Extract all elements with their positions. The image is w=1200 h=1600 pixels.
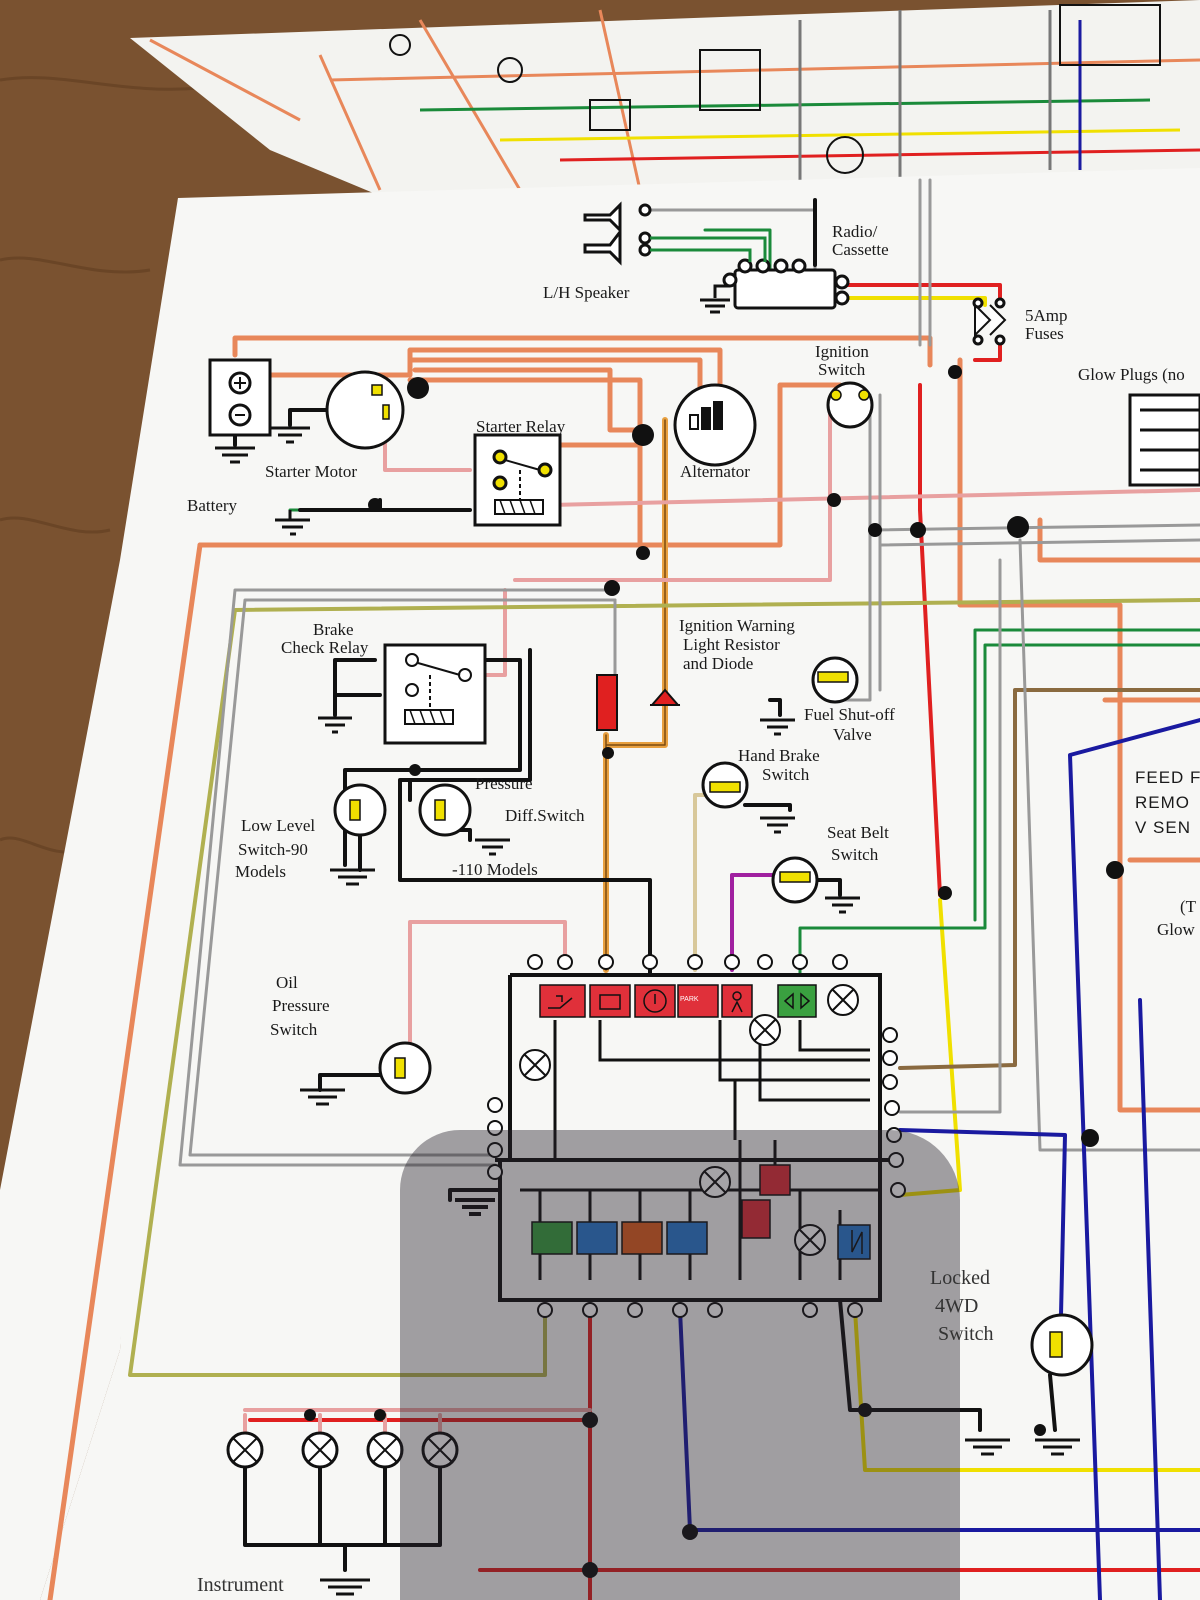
low-level-switch (330, 783, 387, 886)
hand-brake-switch (701, 761, 795, 834)
label-fuel-shutoff: Fuel Shut-off (804, 705, 895, 724)
brake-diff-warning-icon (759, 1164, 791, 1196)
indicator-warning-icon (777, 984, 817, 1018)
components (208, 201, 1200, 1596)
oil-warning-icon (539, 984, 586, 1018)
main-beam-blue-icon (666, 1221, 708, 1255)
ignition-switch (826, 381, 874, 429)
seat-belt-switch (771, 856, 860, 914)
radio-cassette-unit (700, 258, 850, 314)
label-switch-90: Switch-90 (238, 840, 308, 859)
label-oil-pressure: Pressure (272, 996, 330, 1015)
label-locked-switch: Switch (938, 1323, 994, 1345)
fuel-warning-icon (741, 1199, 771, 1239)
brown-wires (898, 688, 1200, 1070)
label-pressure: Pressure (475, 774, 533, 793)
battery-warning-icon (589, 984, 631, 1018)
fuses (972, 297, 1007, 346)
label-lh-speaker: L/H Speaker (543, 283, 630, 302)
label-brake: Brake (313, 620, 354, 639)
label-oil: Oil (276, 973, 298, 992)
label-starter-relay: Starter Relay (476, 417, 566, 436)
label-fuses: Fuses (1025, 324, 1064, 343)
warning-light-resistor (596, 674, 681, 731)
label-glow-right: Glow (1157, 920, 1195, 939)
starter-relay (275, 433, 562, 536)
label-battery: Battery (187, 496, 238, 515)
label-models: Models (235, 862, 286, 881)
pink-wires (243, 403, 1200, 1442)
label-glow-t: (T (1180, 897, 1197, 916)
label-valve: Valve (833, 725, 872, 744)
label-seat-belt: Seat Belt (827, 823, 889, 842)
olive-wires (128, 598, 1200, 1377)
yellow-wires (838, 296, 1200, 1472)
locked-4wd-blue-icon (837, 1224, 871, 1260)
speaker-icons (583, 201, 767, 266)
label-hand-brake: Hand Brake (738, 746, 820, 765)
label-ignition: Ignition (815, 342, 869, 361)
label-oil-switch: Switch (270, 1020, 318, 1039)
park-brake-icon-text: PARK (680, 996, 699, 1003)
label-4wd: 4WD (935, 1295, 979, 1317)
front-diagram-sheet (40, 168, 1200, 1600)
label-hand-brake-switch: Switch (762, 765, 810, 784)
alternator (673, 383, 757, 467)
orange-yellow-wire (603, 417, 668, 973)
seat-belt-warning-icon (721, 984, 753, 1018)
park-brake-warning-icon (677, 984, 719, 1018)
label-low-level: Low Level (241, 816, 316, 835)
label-diff-switch: Diff.Switch (505, 806, 585, 825)
purple-wire (730, 873, 782, 972)
starter-motor (270, 370, 405, 450)
warning-light-cluster (455, 954, 906, 1318)
junction-dots (304, 365, 1124, 1578)
label-alternator: Alternator (680, 462, 750, 481)
fuel-shutoff-valve (760, 656, 859, 736)
label-instrument: Instrument (197, 1574, 284, 1596)
label-radio: Radio/ (832, 222, 878, 241)
label-fuses-amp: 5Amp (1025, 306, 1068, 325)
glow-plugs (1128, 393, 1200, 487)
wood-grain (0, 76, 201, 854)
label-cassette: Cassette (832, 240, 889, 259)
locked-4wd-switch (965, 1313, 1094, 1456)
sidelight-green-icon (531, 1221, 573, 1255)
label-feed: FEED F (1135, 768, 1200, 787)
warning-icon-glyphs (548, 989, 863, 1254)
label-light-resistor: Light Resistor (683, 635, 780, 654)
label-and-diode: and Diode (683, 654, 754, 673)
instrument-bulbs (226, 1431, 459, 1596)
beam-blue-icon (576, 1221, 618, 1255)
oil-pressure-switch (300, 1041, 432, 1106)
fog-orange-icon (621, 1221, 663, 1255)
label-110-models: -110 Models (452, 860, 538, 879)
label-v-sen: V SEN (1135, 818, 1192, 837)
brake-check-relay (318, 643, 487, 745)
label-ignition-switch: Switch (818, 360, 866, 379)
label-glow-plugs: Glow Plugs (no (1078, 365, 1185, 384)
label-starter-motor: Starter Motor (265, 462, 358, 481)
back-diagram-sheet (130, 0, 1200, 200)
label-locked: Locked (930, 1267, 990, 1289)
label-check-relay: Check Relay (281, 638, 369, 657)
battery (208, 358, 272, 464)
label-remo: REMO (1135, 793, 1190, 812)
label-ignition-warning: Ignition Warning (679, 616, 795, 635)
label-seat-belt-switch: Switch (831, 845, 879, 864)
pressure-diff-switch (418, 783, 510, 856)
front-sheet-left-edge (0, 198, 180, 1600)
